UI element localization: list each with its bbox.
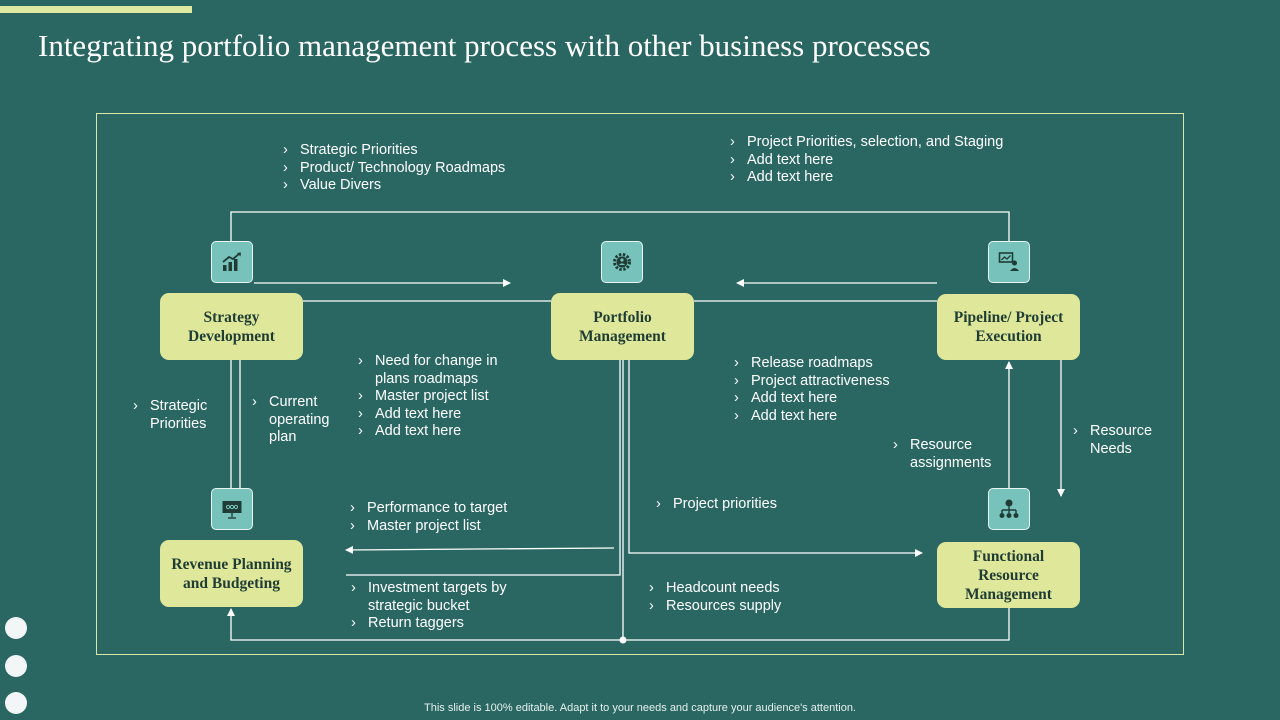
list-current-plan: Current operating plan <box>250 394 340 447</box>
list-item: Investment targets by strategic bucket <box>349 580 524 615</box>
node-functional-resource-management: Functional Resource Management <box>937 542 1080 608</box>
list-investment: Investment targets by strategic bucket R… <box>349 580 524 633</box>
list-item: Resource Needs <box>1071 423 1161 458</box>
list-item: Product/ Technology Roadmaps <box>281 160 505 178</box>
presentation-icon <box>988 241 1030 283</box>
nav-dot[interactable] <box>5 692 27 714</box>
nav-dot[interactable] <box>5 655 27 677</box>
list-item: Return taggers <box>349 615 524 633</box>
node-pipeline-project-execution: Pipeline/ Project Execution <box>937 294 1080 360</box>
list-item: Project priorities <box>654 496 777 514</box>
top-loop-line <box>230 211 1010 241</box>
gear-icon <box>601 241 643 283</box>
list-project-priorities: Project priorities <box>654 496 777 514</box>
slide-title: Integrating portfolio management process… <box>38 28 931 63</box>
list-item: Add text here <box>356 423 521 441</box>
accent-bar <box>0 6 192 13</box>
list-item: Project attractiveness <box>732 373 890 391</box>
list-item: Headcount needs <box>647 580 781 598</box>
org-chart-icon <box>988 488 1030 530</box>
list-resource-assignments: Resource assignments <box>891 437 1003 472</box>
list-item: Master project list <box>356 388 521 406</box>
list-item: Resource assignments <box>891 437 1003 472</box>
arrow-performance <box>345 545 615 554</box>
list-top-left: Strategic Priorities Product/ Technology… <box>281 142 505 195</box>
list-need-for-change: Need for change in plans roadmaps Master… <box>356 353 521 441</box>
growth-chart-icon <box>211 241 253 283</box>
list-resource-needs: Resource Needs <box>1071 423 1161 458</box>
list-item: Add text here <box>732 390 890 408</box>
list-item: Add text here <box>356 406 521 424</box>
list-item: Project Priorities, selection, and Stagi… <box>728 134 1003 152</box>
list-item: Add text here <box>728 152 1003 170</box>
list-item: Value Divers <box>281 177 505 195</box>
list-strategic-priorities: Strategic Priorities <box>131 398 221 433</box>
list-release-roadmaps: Release roadmaps Project attractiveness … <box>732 355 890 425</box>
list-item: Resources supply <box>647 598 781 616</box>
node-portfolio-management: Portfolio Management <box>551 293 694 360</box>
investment-line <box>346 360 621 576</box>
list-top-right: Project Priorities, selection, and Stagi… <box>728 134 1003 187</box>
list-item: Strategic Priorities <box>281 142 505 160</box>
list-item: Release roadmaps <box>732 355 890 373</box>
list-item: Performance to target <box>348 500 507 518</box>
list-item: Add text here <box>732 408 890 426</box>
bottom-loop-line <box>227 607 1010 641</box>
junction-dot <box>619 636 627 644</box>
list-item: Add text here <box>728 169 1003 187</box>
node-revenue-planning-budgeting: Revenue Planning and Budgeting <box>160 540 303 607</box>
list-item: Need for change in plans roadmaps <box>356 353 521 388</box>
list-headcount: Headcount needs Resources supply <box>647 580 781 615</box>
footer-note: This slide is 100% editable. Adapt it to… <box>424 702 856 714</box>
list-item: Master project list <box>348 518 507 536</box>
list-item: Strategic Priorities <box>131 398 221 433</box>
nav-dot[interactable] <box>5 617 27 639</box>
arrow-project-priorities <box>628 360 923 557</box>
board-icon <box>211 488 253 530</box>
list-performance: Performance to target Master project lis… <box>348 500 507 535</box>
node-strategy-development: Strategy Development <box>160 293 303 360</box>
diagram-frame <box>96 113 1184 655</box>
list-item: Current operating plan <box>250 394 340 447</box>
